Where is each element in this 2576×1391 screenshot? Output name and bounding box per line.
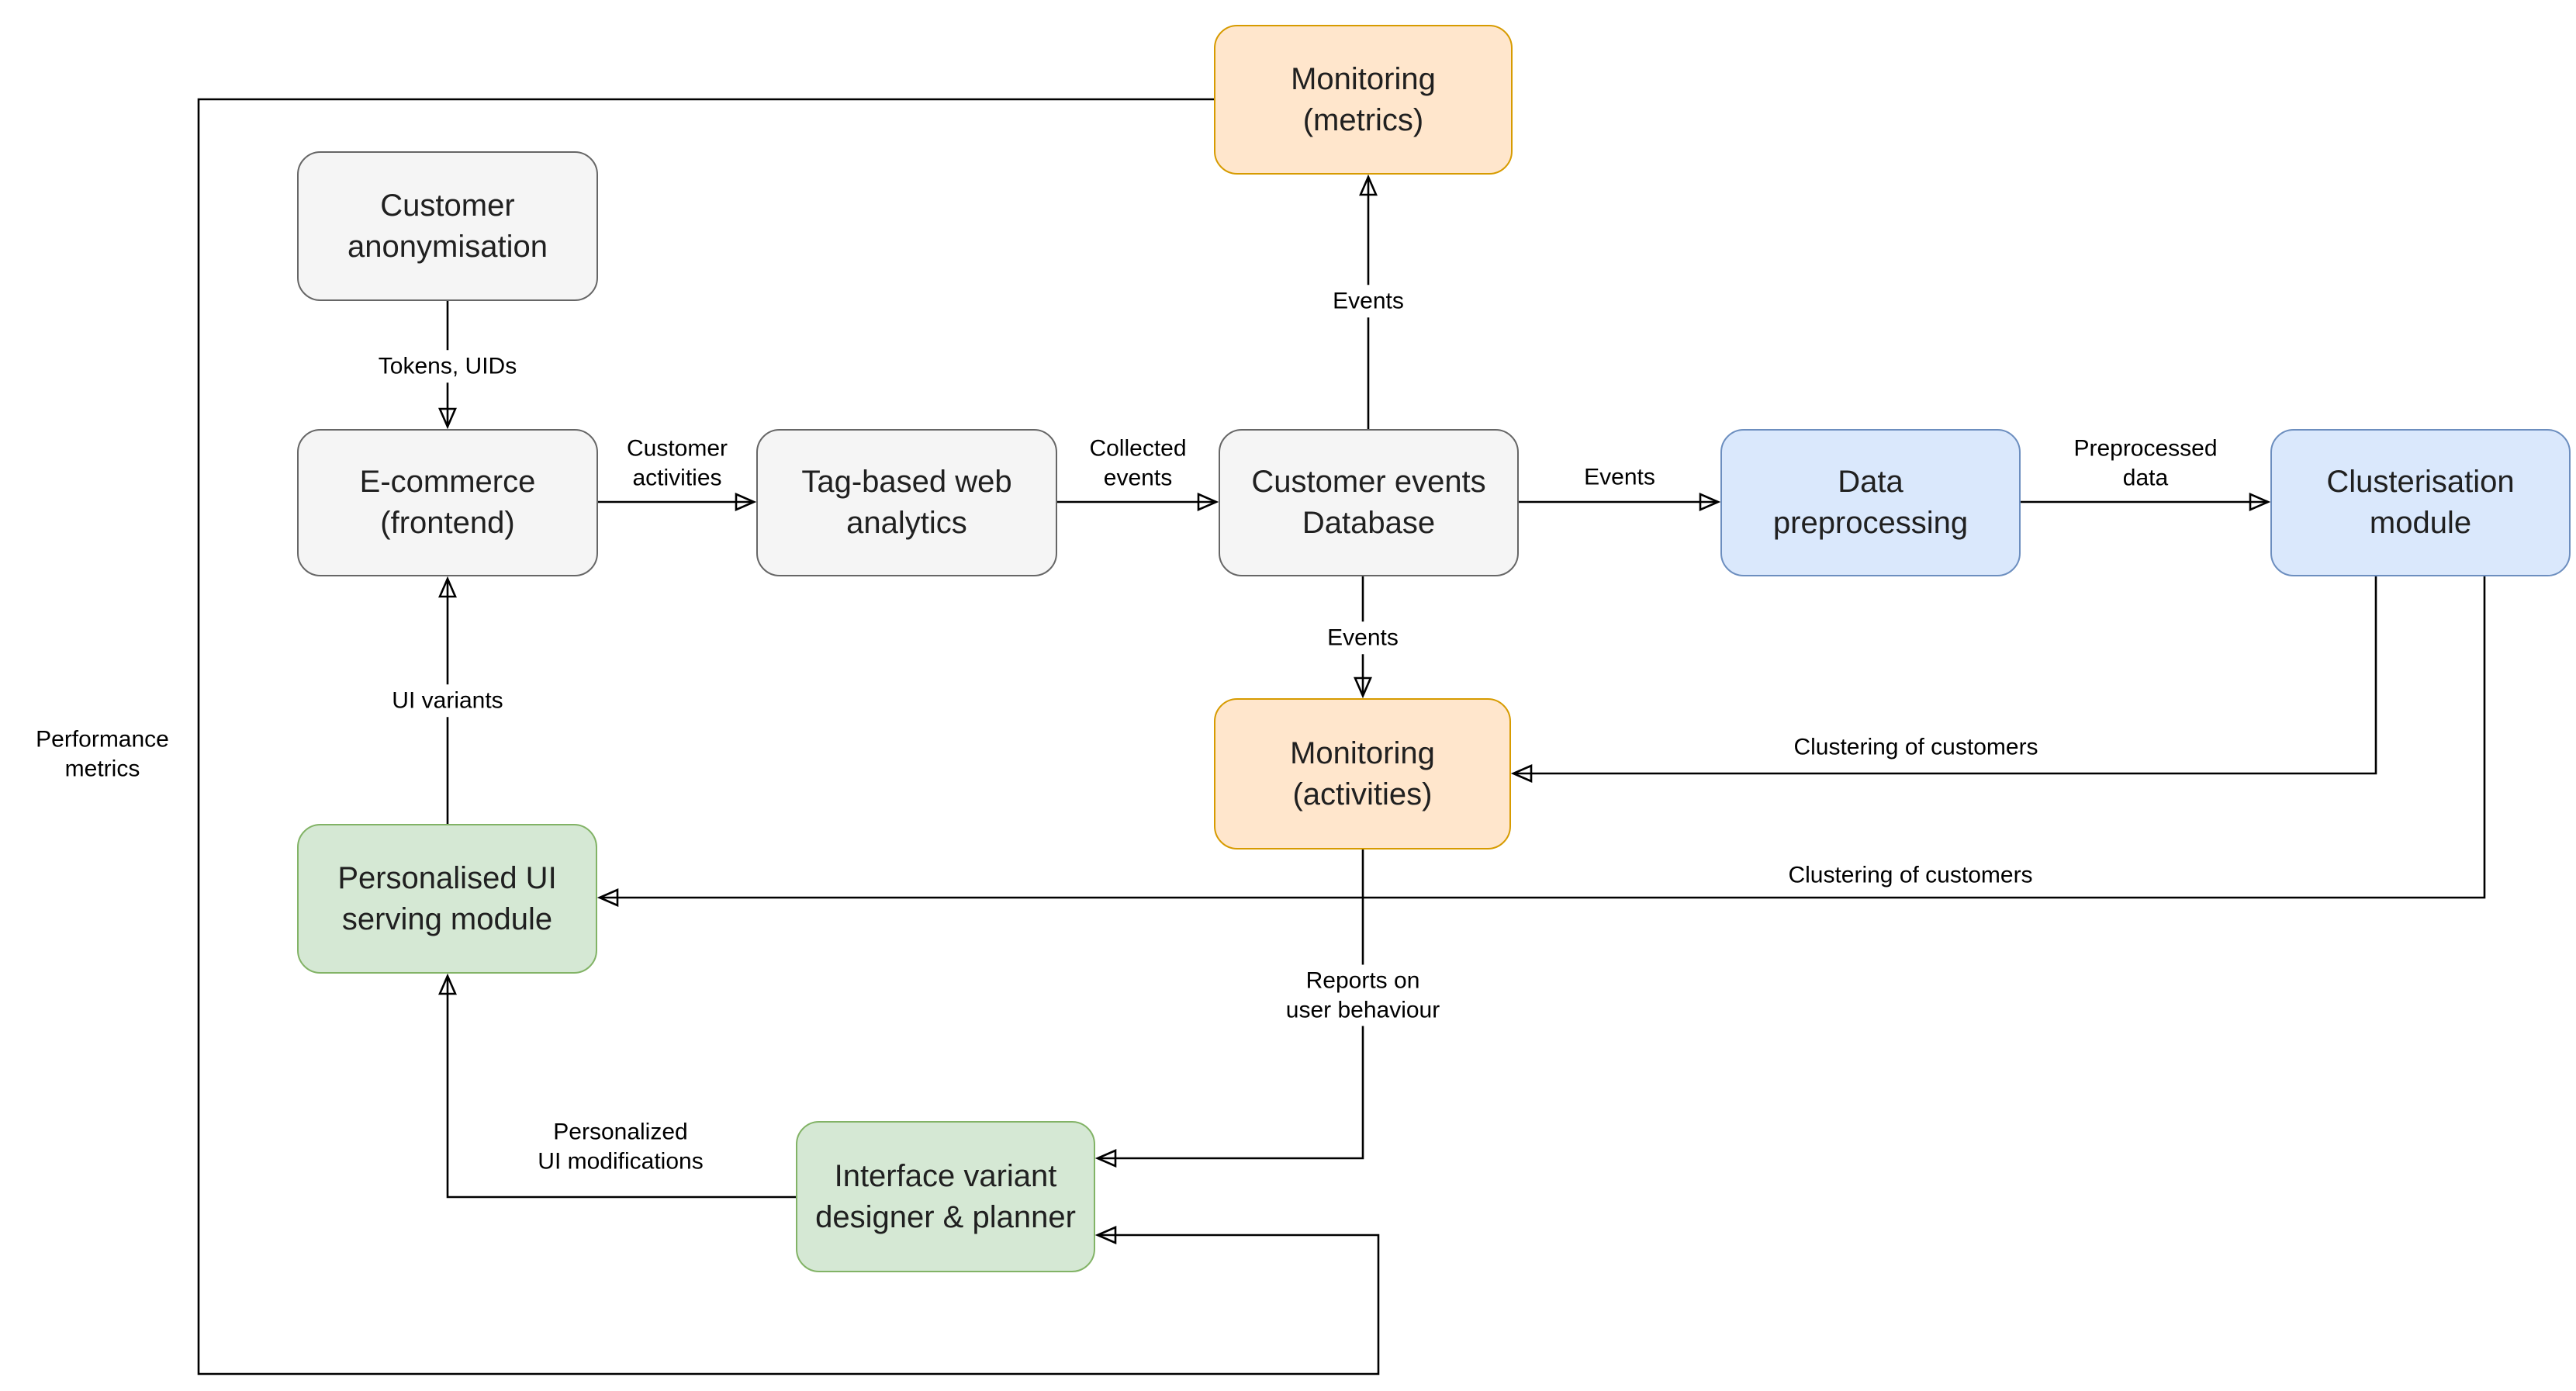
edge-label-clustering-to-activities: Clustering of customers <box>1787 731 2045 763</box>
node-personalised-ui-serving-module: Personalised UI serving module <box>297 824 597 974</box>
node-label: Customer anonymisation <box>348 188 548 264</box>
node-label: Clusterisation module <box>2326 465 2515 540</box>
edge-performance-metrics-loop <box>197 98 1380 1375</box>
edge-label-preprocessed-data: Preprocessed data <box>2067 432 2224 494</box>
edge-reports-on-user-behaviour <box>1094 849 1364 1168</box>
node-ecommerce-frontend: E-commerce (frontend) <box>297 429 598 576</box>
node-label: Monitoring (activities) <box>1290 735 1435 811</box>
edge-label-personalized-ui-modifications: Personalized UI modifications <box>531 1116 710 1178</box>
node-customer-anonymisation: Customer anonymisation <box>297 151 598 301</box>
node-label: E-commerce (frontend) <box>359 465 536 540</box>
edge-clustering-to-serving <box>596 576 2486 907</box>
edge-clustering-to-activities <box>1510 576 2377 783</box>
node-label: Interface variant designer & planner <box>815 1158 1076 1234</box>
edge-label-collected-events: Collected events <box>1083 432 1193 494</box>
node-data-preprocessing: Data preprocessing <box>1720 429 2021 576</box>
edge-label-reports-on-user-behaviour: Reports on user behaviour <box>1279 964 1447 1026</box>
edge-label-events-db-to-preprocessing: Events <box>1578 461 1661 493</box>
node-label: Customer events Database <box>1251 465 1486 540</box>
node-label: Monitoring (metrics) <box>1291 61 1436 137</box>
node-tag-based-web-analytics: Tag-based web analytics <box>756 429 1057 576</box>
edge-label-clustering-to-serving: Clustering of customers <box>1782 859 2039 891</box>
node-monitoring-metrics: Monitoring (metrics) <box>1214 25 1513 175</box>
edge-label-ui-variants: UI variants <box>386 684 510 717</box>
edge-label-tokens-uids: Tokens, UIDs <box>372 350 524 382</box>
edge-label-events-db-to-metrics: Events <box>1326 285 1410 317</box>
node-monitoring-activities: Monitoring (activities) <box>1214 698 1511 849</box>
edge-label-performance-metrics: Performance metrics <box>29 723 175 785</box>
node-customer-events-database: Customer events Database <box>1219 429 1519 576</box>
node-interface-variant-designer-planner: Interface variant designer & planner <box>796 1121 1095 1272</box>
node-label: Personalised UI serving module <box>337 860 557 936</box>
edge-personalized-ui-modifications <box>438 973 796 1199</box>
edge-label-customer-activities: Customer activities <box>620 432 735 494</box>
node-clusterisation-module: Clusterisation module <box>2270 429 2571 576</box>
edge-label-events-db-to-activities: Events <box>1321 621 1405 654</box>
node-label: Data preprocessing <box>1772 465 1969 540</box>
node-label: Tag-based web analytics <box>801 465 1012 540</box>
